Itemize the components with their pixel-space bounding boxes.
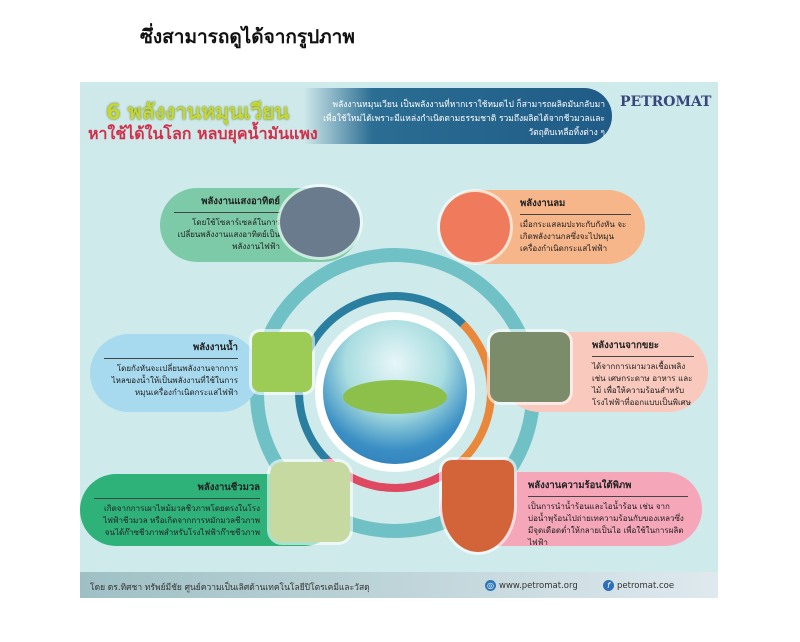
solar-title: พลังงานแสงอาทิตย์: [174, 194, 280, 213]
solar-panel-icon: [280, 187, 360, 257]
globe-icon: ◎: [485, 580, 496, 591]
panel-water: พลังงานน้ำ โดยกังหันจะเปลี่ยนพลังงานจากก…: [90, 334, 260, 412]
caption: ซึ่งสามารถดูได้จากรูปภาพ: [140, 26, 355, 48]
green-island: [343, 380, 447, 414]
water-text: โดยกังหันจะเปลี่ยนพลังงานจากการไหลของน้ำ…: [111, 364, 238, 397]
waste-text: ได้จากการเผามวลเชื้อเพลิง เช่น เศษกระดาษ…: [592, 362, 693, 407]
biomass-plant-icon: [270, 462, 350, 542]
wind-text: เมื่อกระแสลมปะทะกับกังหัน จะเกิดพลังงานก…: [520, 220, 627, 253]
hydro-dam-icon: [252, 332, 312, 392]
earth-illustration: [323, 320, 467, 464]
waste-title: พลังงานจากขยะ: [592, 338, 694, 357]
geothermal-plant-icon: [442, 460, 514, 552]
infographic-title: 6 พลังงานหมุนเวียน: [106, 100, 289, 124]
infographic-subtitle: หาใช้ได้ในโลก หลบยุคน้ำมันแพง: [88, 124, 318, 143]
facebook-icon: f: [603, 580, 614, 591]
biomass-text: เกิดจากการเผาไหม้มวลชีวภาพโดยตรงในโรงไฟฟ…: [103, 504, 260, 537]
footer-credit: โดย ดร.ทิศชา ทรัพย์มีชัย ศูนย์ความเป็นเล…: [90, 583, 370, 593]
waste-plant-icon: [490, 332, 570, 402]
infographic: 6 พลังงานหมุนเวียน หาใช้ได้ในโลก หลบยุคน…: [80, 82, 718, 598]
footer: โดย ดร.ทิศชา ทรัพย์มีชัย ศูนย์ความเป็นเล…: [80, 572, 718, 598]
geothermal-title: พลังงานความร้อนใต้พิภพ: [528, 478, 688, 497]
wind-title: พลังงานลม: [520, 196, 631, 215]
geothermal-text: เป็นการนำน้ำร้อนและไอน้ำร้อน เช่น จากบ่อ…: [528, 502, 684, 547]
wind-turbine-icon: [440, 192, 510, 262]
biomass-title: พลังงานชีวมวล: [94, 480, 260, 499]
website-text: www.petromat.org: [499, 581, 578, 591]
water-title: พลังงานน้ำ: [104, 340, 238, 359]
petromat-logo: PETROMAT: [620, 94, 712, 110]
website-link[interactable]: ◎www.petromat.org: [485, 580, 578, 591]
facebook-text: petromat.coe: [617, 581, 675, 591]
header-description: พลังงานหมุนเวียน เป็นพลังงานที่หากเราใช้…: [323, 100, 605, 138]
header-banner: 6 พลังงานหมุนเวียน หาใช้ได้ในโลก หลบยุคน…: [80, 88, 612, 144]
solar-text: โดยใช้โซลาร์เซลล์ในการเปลี่ยนพลังงานแสงอ…: [177, 218, 281, 251]
